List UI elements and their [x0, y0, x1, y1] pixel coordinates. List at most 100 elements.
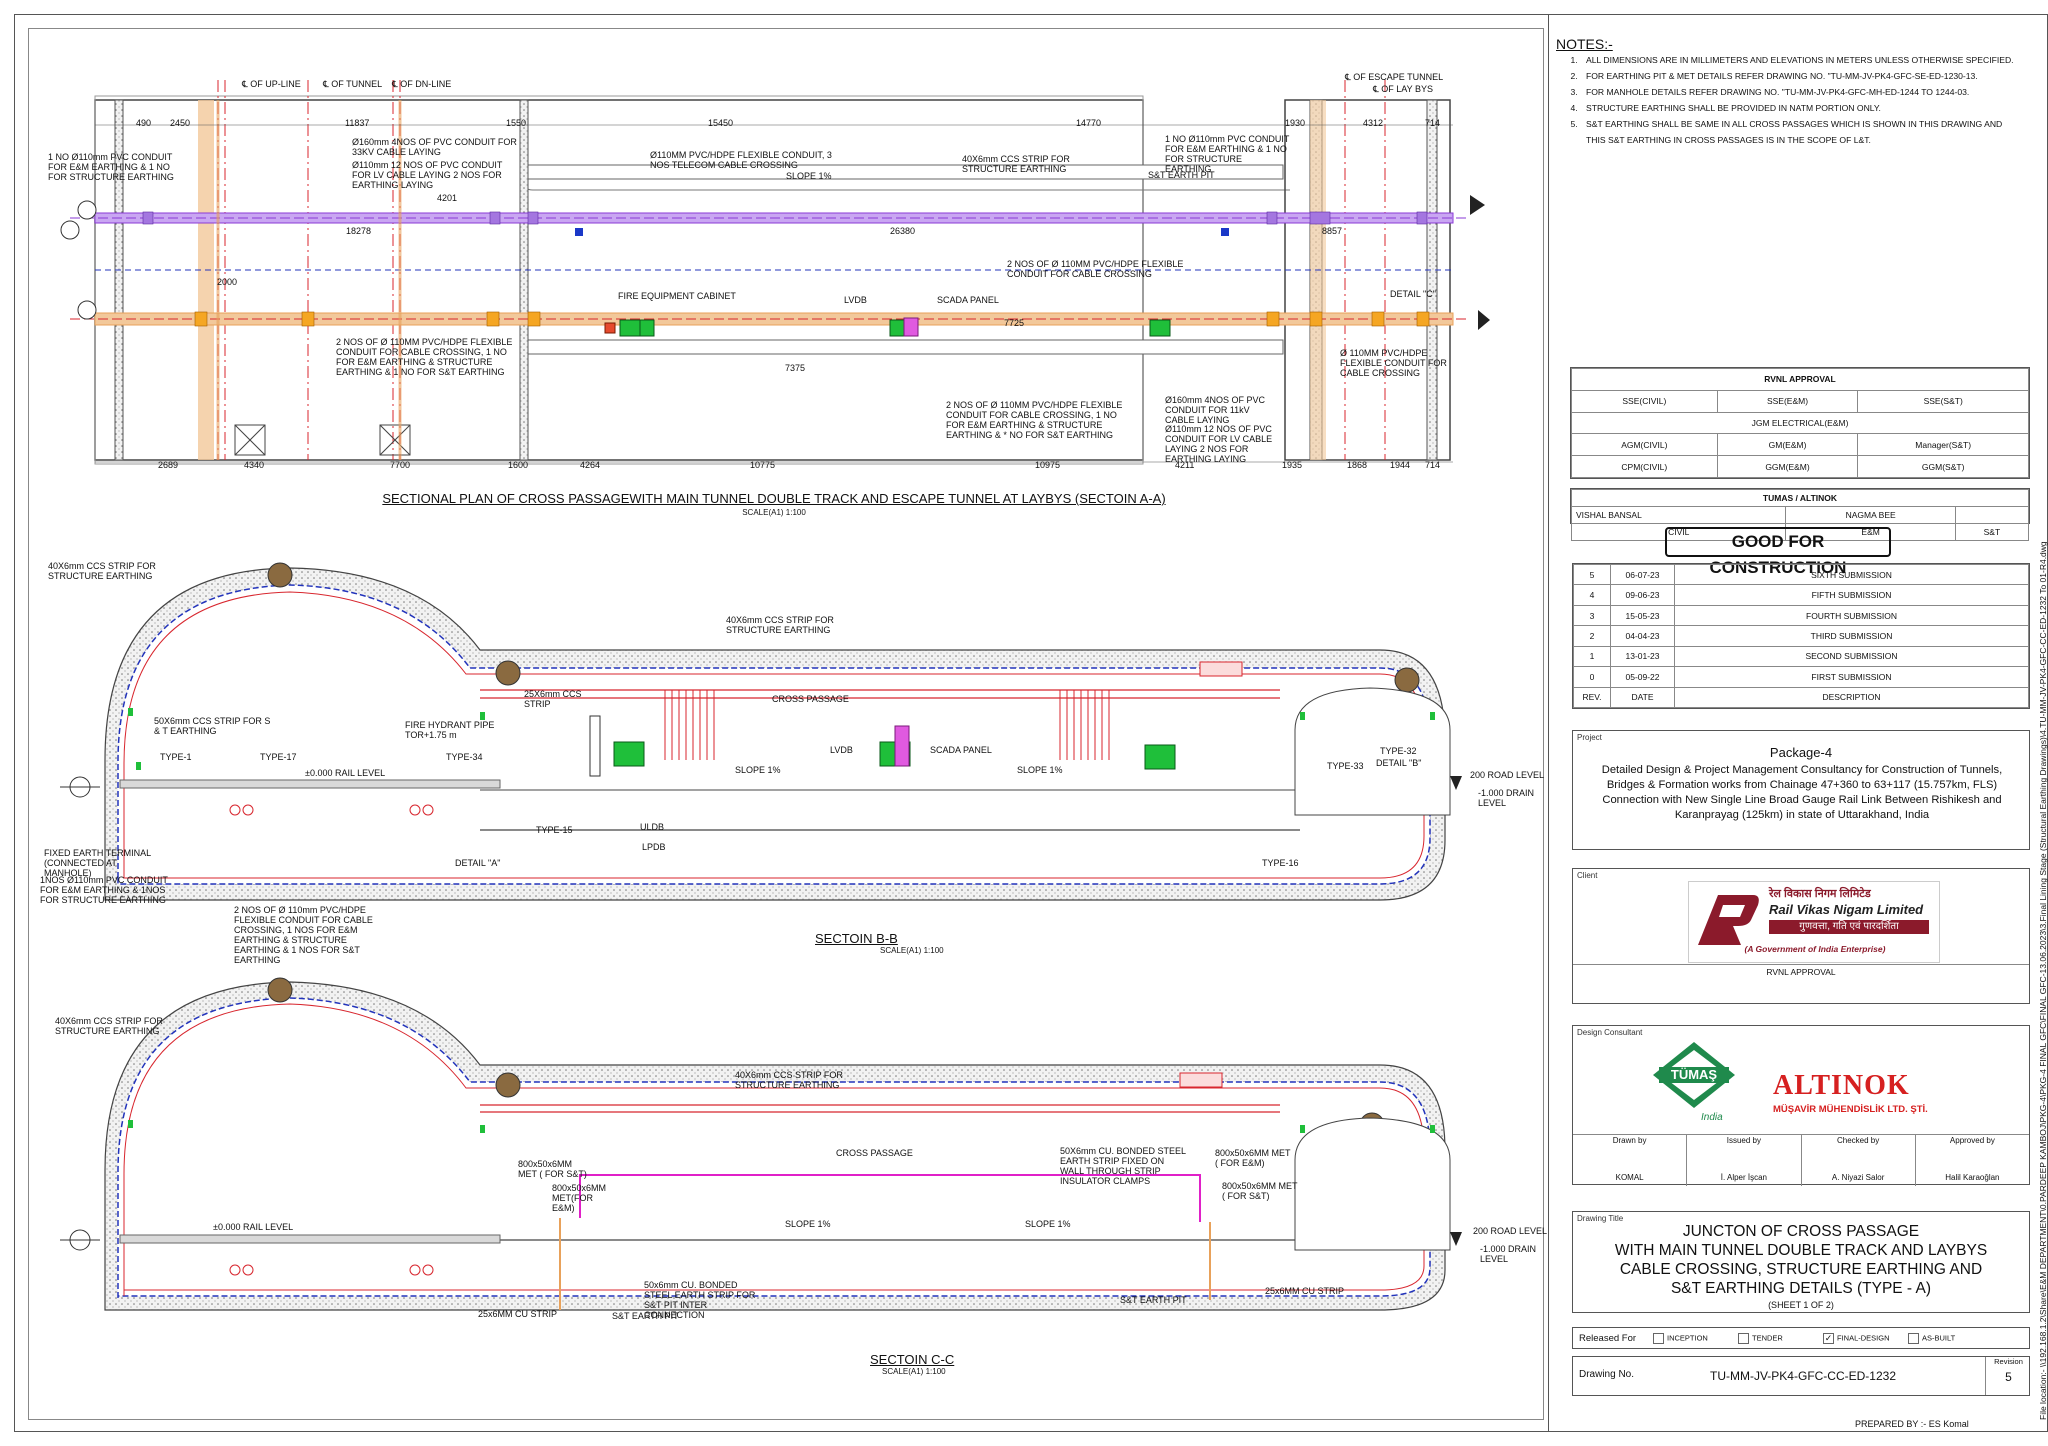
dim-inner-4: 7725	[1004, 318, 1025, 328]
design-consultant-label: Design Consultant	[1577, 1028, 1643, 1037]
checkbox-icon	[1738, 1333, 1749, 1344]
ggm-em: GGM(E&M)	[1716, 455, 1859, 478]
plan-note-1: 1 NO Ø110mm PVC CONDUIT FOR E&M EARTHING…	[48, 152, 174, 182]
released-inception: INCEPTION	[1653, 1333, 1708, 1344]
bb-label-lpdb: LPDB	[642, 842, 666, 852]
bb-label-rail-level: ±0.000 RAIL LEVEL	[305, 768, 386, 778]
cl-escape-tunnel: ℄ OF ESCAPE TUNNEL	[1345, 72, 1444, 82]
tumas-logo: TÜMAŞ India	[1651, 1040, 1737, 1130]
sse-st: SSE(S&T)	[1857, 389, 2029, 413]
plan-note-lv-right: Ø110mm 12 NOS OF PVC CONDUIT FOR LV CABL…	[1165, 424, 1273, 464]
dim-inner-3: 8857	[1322, 226, 1343, 236]
bb-label-detail-b: DETAIL "B"	[1376, 758, 1422, 768]
plan-note-right-conduit: Ø 110MM PVC/HDPE FLEXIBLE CONDUIT FOR CA…	[1340, 348, 1447, 378]
bb-label-2nos-conduit: 2 NOS OF Ø 110mm PVC/HDPE FLEXIBLE CONDU…	[234, 905, 373, 965]
plan-note-3: Ø110mm 12 NOS OF PVC CONDUIT FOR LV CABL…	[352, 160, 503, 190]
tumas-diamond-icon	[1653, 1042, 1735, 1108]
plan-fire-cabinet: FIRE EQUIPMENT CABINET	[618, 291, 736, 301]
dim-bottom-11: 1944	[1390, 460, 1411, 470]
cc-label-slope-right: SLOPE 1%	[1025, 1219, 1071, 1229]
rvnl-approval-header: RVNL APPROVAL	[1571, 368, 2029, 391]
cc-label-road-level: 200 ROAD LEVEL	[1473, 1226, 1548, 1236]
signatory-st	[1954, 506, 2030, 524]
cc-label-cross-passage: CROSS PASSAGE	[836, 1148, 913, 1158]
cl-up-line: ℄ OF UP-LINE	[242, 79, 301, 89]
released-for-label: Released For	[1579, 1333, 1637, 1344]
notes-list: ALL DIMENSIONS ARE IN MILLIMETERS AND EL…	[1556, 52, 2016, 148]
cc-label-st-pit-right: S&T EARTH PIT	[1120, 1295, 1187, 1305]
bb-label-type15: TYPE-15	[536, 825, 573, 835]
dim-top-2: 2450	[170, 118, 191, 128]
dim-bottom-5: 4264	[580, 460, 601, 470]
checkbox-icon	[1908, 1333, 1919, 1344]
signatory-civil: VISHAL BANSAL	[1570, 506, 1787, 524]
rvnl-hindi-name: रेल विकास निगम लिमिटेड	[1769, 888, 1871, 900]
sectional-plan	[60, 80, 1490, 465]
section-bb-title: SECTOIN B-B	[815, 931, 898, 946]
cl-dn-line: ℄ OF DN-LINE	[392, 79, 452, 89]
bb-label-detail-a: DETAIL "A"	[455, 858, 501, 868]
released-for-block: Released For INCEPTION TENDER ✓FINAL-DES…	[1572, 1327, 2030, 1349]
dim-top-3: 11837	[345, 118, 370, 128]
dim-top-6: 14770	[1076, 118, 1102, 128]
plan-note-mid-crossing: 2 NOS OF Ø 110MM PVC/HDPE FLEXIBLE CONDU…	[946, 400, 1123, 440]
drawing-frame-inner	[28, 28, 1544, 1420]
dim-bottom-1: 2689	[158, 460, 179, 470]
note-item: FOR EARTHING PIT & MET DETAILS REFER DRA…	[1580, 68, 2016, 84]
bb-label-st-strip: 50X6mm CCS STRIP FOR S & T EARTHING	[154, 716, 271, 736]
drawing-title-label: Drawing Title	[1577, 1214, 1624, 1223]
bb-label-type16: TYPE-16	[1262, 858, 1299, 868]
plan-note-left-crossing: 2 NOS OF Ø 110MM PVC/HDPE FLEXIBLE CONDU…	[336, 337, 513, 377]
dim-bottom-12: 714	[1425, 460, 1441, 470]
bb-label-type17: TYPE-17	[260, 752, 297, 762]
bb-label-drain-level: -1.000 DRAIN LEVEL	[1478, 788, 1535, 808]
released-final-design: ✓FINAL-DESIGN	[1823, 1333, 1890, 1344]
dim-inner-5: 7375	[785, 363, 806, 373]
dim-top-7: 1930	[1285, 118, 1306, 128]
manager-st: Manager(S&T)	[1857, 433, 2029, 457]
dim-top-1: 490	[136, 118, 152, 128]
bb-label-hydrant: FIRE HYDRANT PIPE TOR+1.75 m	[405, 720, 495, 740]
ggm-st: GGM(S&T)	[1857, 455, 2029, 478]
dim-top-9: 714	[1425, 118, 1441, 128]
dim-bottom-7: 10975	[1035, 460, 1061, 470]
dim-inner-1: 18278	[346, 226, 372, 236]
note-item: FOR MANHOLE DETAILS REFER DRAWING NO. "T…	[1580, 84, 2016, 100]
tumas-altinok-header: TUMAS / ALTINOK	[1571, 489, 2029, 507]
project-label: Project	[1577, 733, 1602, 742]
note-item: S&T EARTHING SHALL BE SAME IN ALL CROSS …	[1580, 116, 2016, 148]
plan-cable-crossing: 2 NOS OF Ø 110MM PVC/HDPE FLEXIBLE CONDU…	[1007, 259, 1184, 279]
plan-note-11kv: Ø160mm 4NOS OF PVC CONDUIT FOR 11kV CABL…	[1165, 395, 1266, 425]
cc-label-met-em-left: 800x50x6MM MET(FOR E&M)	[552, 1183, 607, 1213]
project-block: Project Package-4 Detailed Design & Proj…	[1572, 730, 2030, 850]
drawing-title-block: Drawing Title JUNCTON OF CROSS PASSAGE W…	[1572, 1211, 2030, 1313]
altinok-sub: MÜŞAVİR MÜHENDİSLİK LTD. ŞTİ.	[1773, 1104, 1928, 1115]
dim-inner-2: 26380	[890, 226, 916, 236]
tumas-name: TÜMAŞ	[1670, 1067, 1718, 1082]
cc-label-rail-level: ±0.000 RAIL LEVEL	[213, 1222, 294, 1232]
rvnl-approval-table: RVNL APPROVAL SSE(CIVIL)SSE(E&M)SSE(S&T)…	[1570, 367, 2030, 479]
client-block: Client रेल विकास निगम लिमिटेड Rail Vikas…	[1572, 868, 2030, 1004]
rvnl-motto: गुणवत्ता, गति एवं पारदर्शिता	[1769, 920, 1929, 934]
bb-label-scada: SCADA PANEL	[930, 745, 992, 755]
bb-label-strip-left: 40X6mm CCS STRIP FOR STRUCTURE EARTHING	[48, 561, 156, 581]
cc-label-strip-left: 40X6mm CCS STRIP FOR STRUCTURE EARTHING	[55, 1016, 163, 1036]
released-as-built: AS-BUILT	[1908, 1333, 1955, 1344]
cc-label-drain-level: -1.000 DRAIN LEVEL	[1480, 1244, 1537, 1264]
revision-cell: Revision 5	[1985, 1357, 2031, 1395]
rvnl-name: Rail Vikas Nigam Limited	[1769, 902, 1924, 917]
cc-label-met-em-right: 800x50x6MM MET ( FOR E&M)	[1215, 1148, 1291, 1168]
drawing-sheet: (SHEET 1 OF 2)	[1768, 1300, 1834, 1310]
bb-label-1nos-conduit: 1NOS Ø110mm PVC CONDUIT FOR E&M EARTHING…	[40, 875, 168, 905]
plan-scada: SCADA PANEL	[937, 295, 999, 305]
plan-note-2: Ø160mm 4NOS OF PVC CONDUIT FOR 33KV CABL…	[352, 137, 517, 157]
notes-title: NOTES:-	[1556, 36, 1613, 52]
altinok-name: ALTINOK	[1773, 1070, 1910, 1101]
file-location: File location:- \\192.168.1.2\Share\E&M …	[2038, 541, 2048, 1420]
role-st: S&T	[1954, 523, 2030, 541]
rvnl-r-icon	[1698, 895, 1759, 945]
